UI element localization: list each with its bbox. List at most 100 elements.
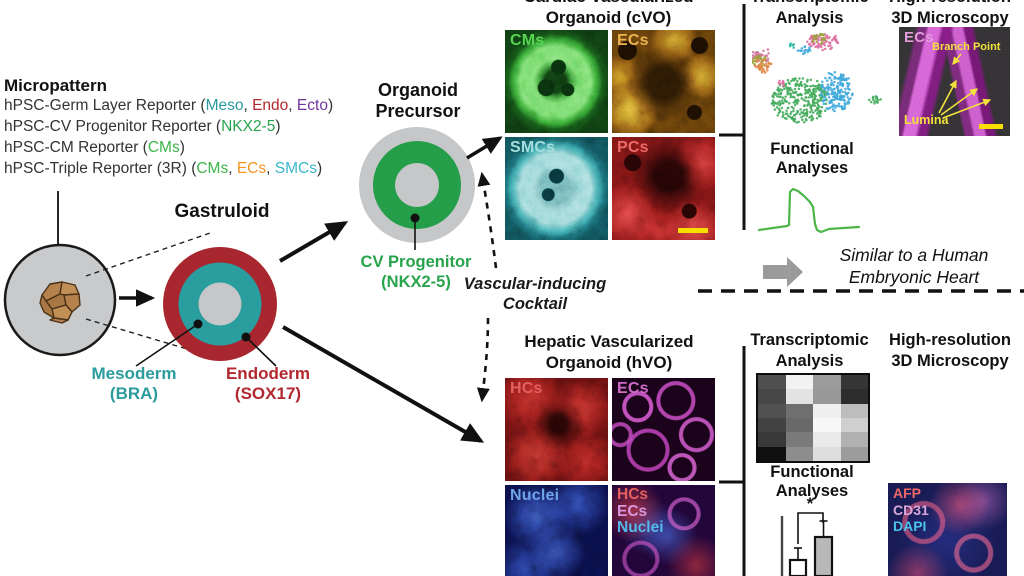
precursor-title-line1: Organoid [378, 80, 458, 100]
hvo-microscopy-line2: 3D Microscopy [891, 351, 1009, 370]
micrograph-label-ecs: ECs [617, 32, 649, 49]
cocktail-line1: Vascular-inducing [463, 275, 607, 293]
cvo-micrograph-grid: CMs ECs SMCs PCs [505, 30, 715, 240]
hvo-analysis-line2: Analysis [775, 351, 844, 370]
reporter-line-germ-layer: hPSC-Germ Layer Reporter (Meso, Endo, Ec… [4, 97, 334, 114]
micrograph-ecs-3d: ECs Branch Point Lumina [899, 27, 1010, 136]
hvo-functional-title: Functional Analyses [744, 463, 880, 501]
zoom-cone-bottom [85, 318, 215, 358]
expression-heatmap [756, 373, 870, 463]
hvo-microscopy-line1: High-resolution [889, 331, 1011, 349]
cd31-label: CD31 [893, 501, 929, 518]
cv-progenitor-label: CV Progenitor (NKX2-5) [344, 252, 488, 292]
cv-label-line1: CV Progenitor [360, 253, 472, 271]
scale-bar [979, 124, 1003, 129]
hvo-micrograph-grid: HCs ECs Nuclei HCs ECs Nuclei [505, 378, 715, 576]
hvo-title: Hepatic Vascularized Organoid (hVO) [500, 331, 718, 373]
mesoderm-label-line2: (BRA) [109, 383, 159, 403]
similar-arrow-icon [763, 257, 803, 287]
mesoderm-label: Mesoderm (BRA) [80, 364, 188, 403]
gastruloid-mesoderm-ring [178, 262, 262, 346]
micrograph-label-composite: HCs ECs Nuclei [617, 486, 664, 537]
similar-line1: Similar to a Human [839, 245, 989, 265]
micropattern-pointer-dot [54, 278, 64, 288]
lumina-arrows [938, 53, 992, 119]
vascular-cocktail-label: Vascular-inducing Cocktail [452, 274, 618, 314]
endoderm-label-line2: (SOX17) [234, 383, 302, 403]
cvo-functional-title: Functional Analyses [744, 140, 880, 178]
micrograph-hvo-hcs: HCs [505, 378, 608, 481]
zoom-cone-top [85, 231, 214, 277]
umap-scatter-plot [752, 32, 882, 124]
micrograph-hvo-ecs: ECs [612, 378, 715, 481]
cv-progenitor-dot [410, 213, 420, 223]
dashed-arrow-cocktail-to-hvo [476, 317, 490, 403]
similar-line2: Embryonic Heart [848, 267, 980, 287]
arrow-gastruloid-to-precursor [278, 221, 349, 263]
composite-label-hcs: HCs [617, 486, 649, 503]
mesoderm-pointer [135, 323, 199, 367]
organoid-precursor-title: Organoid Precursor [348, 80, 488, 122]
afp-label: AFP [893, 485, 921, 501]
cvo-analysis-line1: Transcriptomic [750, 0, 868, 6]
arrow-precursor-to-cvo [466, 136, 503, 160]
hvo-title-line1: Hepatic Vascularized [524, 332, 694, 351]
endoderm-dot [241, 332, 251, 342]
cvo-title-line2: Organoid (cVO) [545, 7, 672, 27]
micrograph-label-hvo-ecs: ECs [617, 380, 649, 397]
hvo-transcriptomic-title: Transcriptomic Analysis [742, 330, 877, 371]
cv-label-line2: (NKX2-5) [381, 273, 451, 291]
cvo-microscopy-title: High-resolution 3D Microscopy [876, 0, 1024, 28]
micrograph-label-cms: CMs [510, 32, 545, 49]
hvo-microscopy-title: High-resolution 3D Microscopy [876, 330, 1024, 371]
cvo-microscopy-line2: 3D Microscopy [891, 8, 1009, 27]
reporter-line-triple: hPSC-Triple Reporter (3R) (CMs, ECs, SMC… [4, 160, 323, 177]
micrograph-label-nuclei: Nuclei [510, 487, 560, 504]
micropattern-dish [3, 243, 117, 357]
micrograph-hvo-nuclei: Nuclei [505, 485, 608, 576]
endoderm-label-line1: Endoderm [225, 364, 311, 383]
micrograph-label-pcs: PCs [617, 139, 649, 156]
functional-bar-chart: * [780, 494, 834, 576]
gastruloid-core [198, 282, 242, 326]
cvo-functional-line1: Functional [770, 140, 854, 158]
scale-bar [678, 228, 708, 233]
micrograph-cvo-pcs: PCs [612, 137, 715, 240]
hvo-analysis-line1: Transcriptomic [750, 331, 869, 349]
precursor-title-line2: Precursor [375, 101, 461, 121]
action-potential-trace [757, 187, 861, 234]
gastruloid-title: Gastruloid [174, 201, 270, 222]
svg-text:*: * [807, 494, 814, 513]
composite-label-ecs: ECs [617, 502, 648, 520]
micrograph-label-ecs3d: ECs [904, 29, 934, 46]
endoderm-label: Endoderm (SOX17) [212, 364, 324, 403]
micrograph-label-hcs: HCs [510, 380, 543, 397]
cvo-microscopy-line1: High-resolution [889, 0, 1011, 6]
micrograph-cvo-smcs: SMCs [505, 137, 608, 240]
reporter-line-cm: hPSC-CM Reporter (CMs) [4, 139, 185, 156]
micrograph-label-afp-stack: AFP CD31 DAPI [893, 485, 929, 535]
hvo-functional-line1: Functional [770, 463, 854, 481]
dapi-label: DAPI [893, 518, 927, 534]
cvo-title: Cardiac Vascularized Organoid (cVO) [500, 0, 717, 28]
hvo-functional-line2: Analyses [775, 482, 849, 500]
micropattern-title: Micropattern [4, 76, 107, 95]
hpsc-colony-icon [39, 281, 81, 324]
cvo-analysis-line2: Analysis [775, 8, 844, 27]
cvo-transcriptomic-title: Transcriptomic Analysis [742, 0, 877, 28]
micrograph-hvo-composite: HCs ECs Nuclei [612, 485, 715, 576]
cvo-title-line1: Cardiac Vascularized [523, 0, 693, 6]
lumina-annotation: Lumina [904, 113, 949, 127]
mesoderm-label-line1: Mesoderm [91, 364, 177, 383]
similar-note: Similar to a Human Embryonic Heart [812, 244, 1016, 288]
branch-point-annotation: Branch Point [932, 41, 1001, 53]
reporter-line-cv-progenitor: hPSC-CV Progenitor Reporter (NKX2-5) [4, 118, 281, 135]
mesoderm-dot [193, 319, 203, 329]
micrograph-cvo-cms: CMs [505, 30, 608, 133]
composite-label-nuclei: Nuclei [617, 519, 664, 536]
micrograph-label-smcs: SMCs [510, 139, 556, 156]
micrograph-cvo-ecs: ECs [612, 30, 715, 133]
hvo-title-line2: Organoid (hVO) [545, 353, 673, 372]
gastruloid-endoderm-ring [163, 247, 277, 361]
